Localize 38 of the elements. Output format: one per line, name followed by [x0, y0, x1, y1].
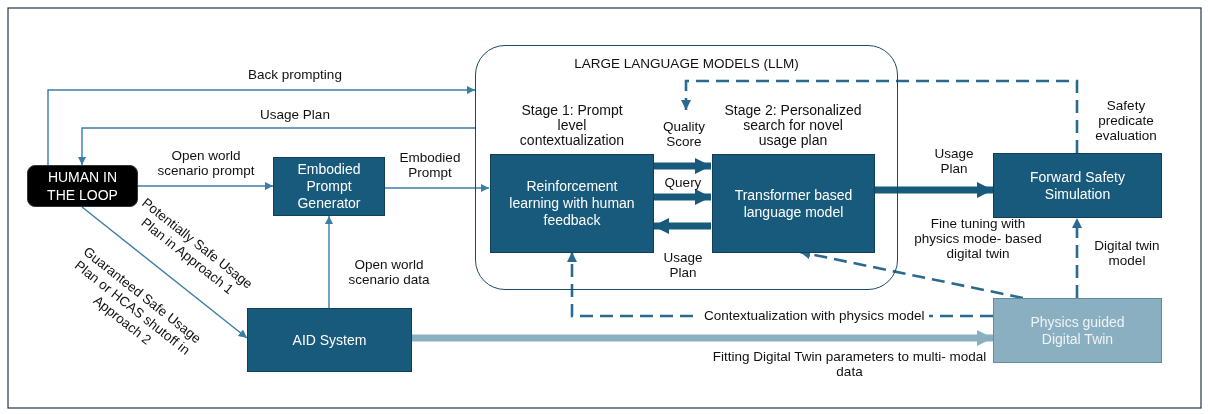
thick-arrow	[653, 188, 711, 206]
dashed-arrow	[1071, 218, 1083, 298]
human-box: HUMAN IN THE LOOP	[27, 165, 138, 207]
arrow	[77, 127, 476, 166]
edge-label: Fine tuning with physics mode- based digital twin	[913, 216, 1043, 261]
arrow	[47, 85, 476, 166]
edge-label: Contextualization with physics model	[700, 308, 929, 323]
edge-label: Open world scenario prompt	[156, 148, 256, 178]
process-box: Reinforcement learning with human feedback	[490, 154, 654, 253]
arrow	[384, 183, 490, 193]
edge-label: Query	[663, 175, 703, 190]
edge-label: Open world scenario data	[347, 257, 431, 287]
arrow	[137, 181, 274, 191]
edge-label: Safety predicate evaluation	[1094, 98, 1158, 143]
llm-container	[475, 45, 898, 290]
edge-label: Usage Plan	[933, 146, 975, 176]
edge-label: Usage Plan	[662, 250, 704, 280]
thick-arrow	[653, 217, 711, 235]
dashed-arrow	[680, 79, 1079, 153]
process-box: Embodied Prompt Generator	[273, 157, 385, 216]
edge-label: Digital twin model	[1093, 238, 1161, 268]
thick-arrow	[653, 157, 711, 175]
process-box: Physics guided Digital Twin	[993, 298, 1162, 363]
process-box: AID System	[247, 308, 412, 372]
edge-label: Embodied Prompt	[398, 150, 462, 180]
process-box: Forward Safety Simulation	[993, 153, 1162, 218]
edge-label: Back prompting	[247, 67, 343, 82]
thick-arrow	[412, 329, 993, 347]
edge-label: Quality Score	[662, 119, 706, 149]
thick-arrow	[874, 181, 993, 199]
container-title: LARGE LANGUAGE MODELS (LLM)	[574, 56, 799, 71]
edge-label: Fitting Digital Twin parameters to multi- modal data	[712, 349, 987, 379]
arrow	[81, 206, 248, 339]
stage-caption: Stage 2: Personalized search for novel usage plan	[724, 103, 862, 148]
edge-label: Usage Plan	[259, 107, 331, 122]
stage-caption: Stage 1: Prompt level contextualization	[518, 103, 626, 148]
arrow	[324, 215, 334, 309]
process-box: Transformer based language model	[712, 154, 875, 253]
